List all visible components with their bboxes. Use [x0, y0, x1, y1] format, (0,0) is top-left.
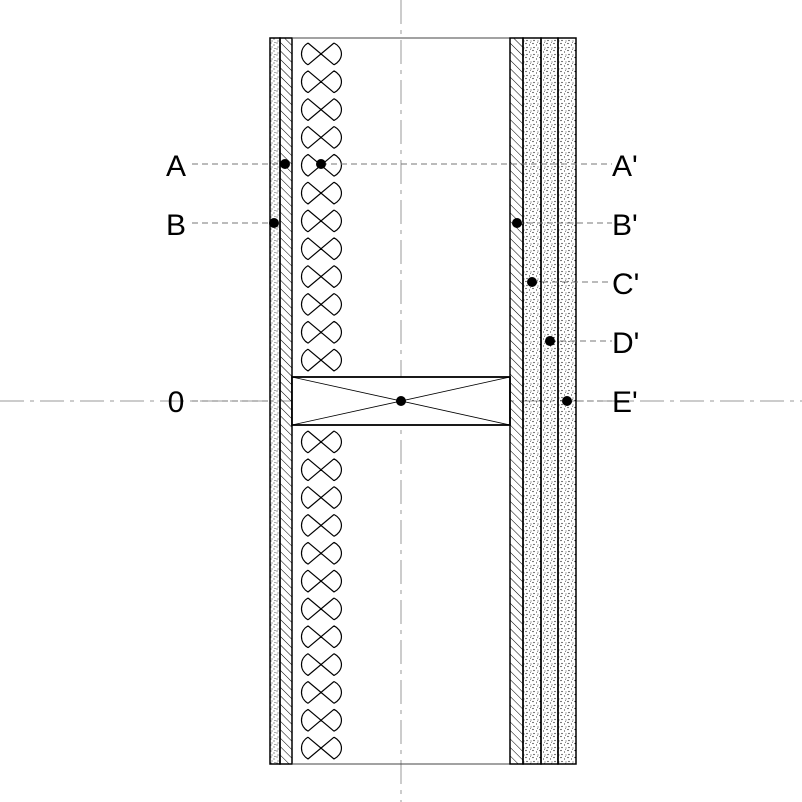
right-hatched-layer — [509, 37, 524, 765]
insulation-top — [300, 42, 343, 372]
label-a-prime: A' — [612, 150, 638, 183]
point-c-prime — [527, 277, 537, 287]
point-zero — [396, 396, 406, 406]
insulation-bottom — [300, 430, 343, 760]
left-hatched-layer — [279, 37, 293, 765]
label-c-prime: C' — [612, 268, 639, 301]
label-d-prime: D' — [612, 327, 639, 360]
point-b-prime — [512, 218, 522, 228]
right-layer-1 — [522, 37, 542, 765]
left-board-layer — [269, 37, 281, 765]
left-wall-layers — [269, 37, 293, 765]
points — [269, 159, 572, 406]
label-zero: 0 — [168, 386, 185, 419]
point-a — [280, 159, 290, 169]
label-a: A — [166, 150, 186, 183]
point-b — [269, 218, 279, 228]
right-layer-2 — [540, 37, 559, 765]
label-b: B — [166, 209, 186, 242]
right-wall-layers — [509, 37, 577, 765]
label-b-prime: B' — [612, 209, 638, 242]
labels: A B 0 A' B' C' D' E' — [166, 150, 639, 419]
label-e-prime: E' — [612, 386, 638, 419]
leader-lines — [192, 163, 612, 402]
point-a-prime — [316, 159, 326, 169]
point-e-prime — [562, 396, 572, 406]
cavity-outline — [292, 37, 510, 765]
point-d-prime — [545, 336, 555, 346]
